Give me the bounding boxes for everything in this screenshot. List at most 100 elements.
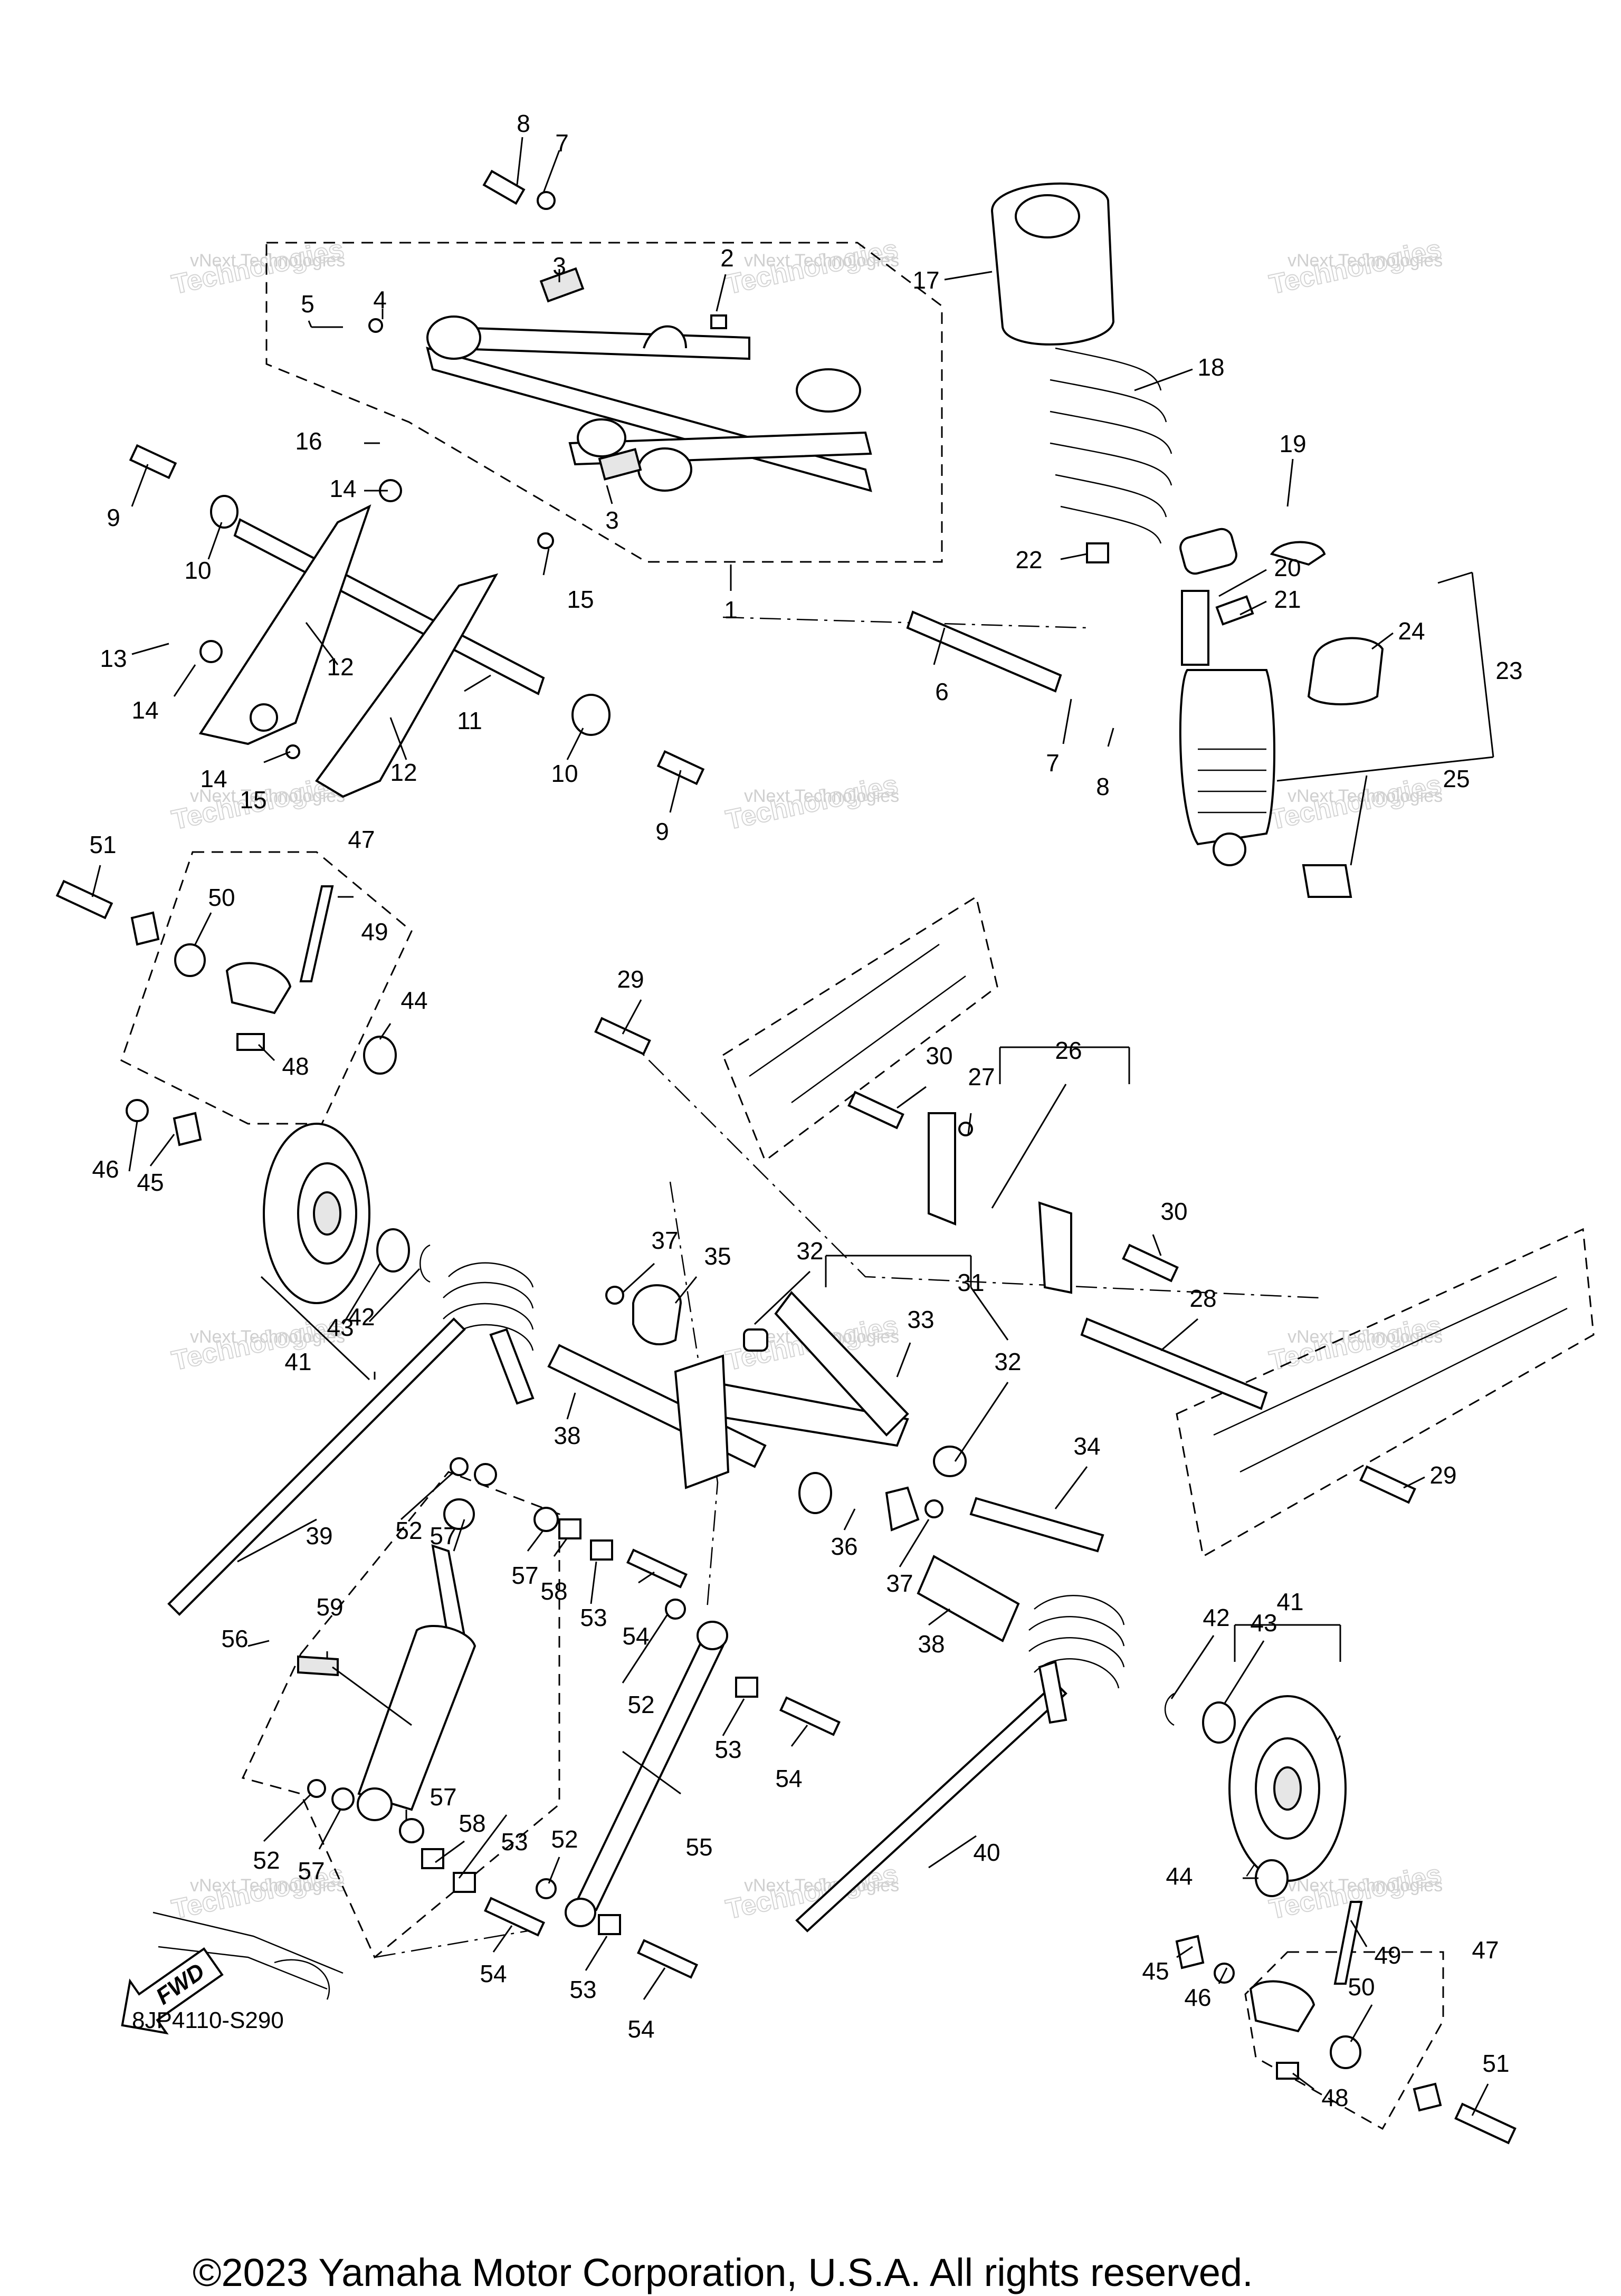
callout: 12	[327, 653, 354, 681]
callout: 3	[605, 506, 619, 534]
callout: 49	[1374, 1941, 1401, 1969]
callout: 56	[221, 1625, 248, 1652]
callout: 7	[555, 129, 569, 157]
collar-38	[917, 1555, 1020, 1642]
callout: 28	[1189, 1285, 1216, 1312]
callout: 50	[1348, 1973, 1375, 2001]
callout: 34	[1073, 1432, 1100, 1460]
watermark-text: vNext Technologies	[190, 1876, 345, 1896]
callout: 25	[1443, 765, 1470, 792]
watermark: vNext Technologies Technologies	[1266, 1309, 1445, 1377]
wheel-41-right	[1164, 1692, 1347, 1882]
group-47-outline-right	[1244, 1951, 1444, 2130]
callout: 29	[1429, 1461, 1456, 1489]
callout: 44	[401, 987, 427, 1014]
rod-34	[969, 1497, 1104, 1553]
side-frame-right	[1176, 1228, 1595, 1558]
callout: 6	[935, 678, 949, 705]
callout: 54	[627, 2015, 654, 2043]
group-1-outline	[265, 242, 943, 563]
pivot-assembly	[547, 1290, 967, 1532]
callout: 48	[1321, 2084, 1348, 2111]
watermarks: vNext Technologies Technologies vNext Te…	[169, 233, 1445, 1926]
group-47-left-parts	[55, 879, 397, 1146]
watermark-text: vNext Technologies	[744, 1876, 899, 1896]
watermark: vNext Technologies Technologies	[1266, 233, 1445, 301]
bracket-26	[928, 1112, 1072, 1294]
watermark-text: Technologies	[723, 769, 901, 836]
callout: 10	[551, 760, 578, 787]
torsion-spring-39	[167, 1262, 535, 1616]
leader-link-55	[669, 1181, 719, 1610]
washer-37	[605, 1286, 624, 1305]
watermark: vNext Technologies Technologies	[169, 233, 347, 301]
parts	[55, 169, 1595, 2145]
callout: 11	[457, 707, 482, 734]
watermark-text: Technologies	[1267, 1310, 1444, 1376]
diagram-code: 8JP4110-S290	[132, 2007, 284, 2033]
callout: 16	[295, 427, 322, 455]
callout: 57	[298, 1857, 325, 1884]
callout: 57	[430, 1783, 456, 1811]
callout: 2	[720, 244, 734, 272]
callout: 13	[100, 645, 127, 672]
axle-28	[1080, 1317, 1268, 1410]
callout: 15	[240, 786, 266, 814]
damper-56	[297, 1498, 476, 1821]
callout: 49	[361, 918, 388, 945]
callout: 54	[480, 1960, 507, 1987]
callout: 32	[796, 1237, 823, 1265]
callout: 9	[107, 504, 120, 531]
watermark-text: Technologies	[1267, 234, 1444, 300]
callout: 57	[511, 1562, 538, 1589]
callout: 15	[567, 586, 594, 613]
watermark-text: vNext Technologies	[190, 786, 345, 806]
callout: 32	[994, 1348, 1021, 1375]
bolt-29-bottom	[1359, 1465, 1416, 1504]
leader-axle-28	[622, 1034, 1320, 1299]
callout: 42	[1203, 1604, 1229, 1631]
callout: 39	[306, 1522, 332, 1549]
callout: 14	[200, 765, 227, 792]
callout-labels: 1 2 3 3 4 5 6 7 7 8 8 9 9 10 10 11 12 12…	[89, 110, 1522, 2111]
callout: 31	[957, 1269, 984, 1296]
callout: 58	[540, 1577, 567, 1605]
bolt-8-top	[482, 169, 556, 210]
bolt-9-left	[129, 444, 177, 480]
callout: 29	[617, 965, 644, 993]
watermark-text: Technologies	[169, 234, 347, 300]
callout: 43	[1250, 1609, 1277, 1637]
callout: 36	[831, 1533, 857, 1560]
watermark-text: vNext Technologies	[1288, 786, 1443, 806]
callout: 44	[1166, 1862, 1193, 1890]
callout: 47	[348, 826, 375, 853]
callout: 54	[775, 1765, 802, 1792]
stopper-35	[632, 1284, 682, 1346]
callout: 50	[208, 884, 235, 911]
watermark: vNext Technologies Technologies	[723, 233, 901, 301]
callout: 8	[517, 110, 530, 137]
bushing-32	[743, 1328, 768, 1352]
callout: 8	[1096, 773, 1110, 800]
callout: 53	[580, 1604, 607, 1631]
bolts-54	[484, 1548, 841, 1979]
callout: 14	[329, 475, 356, 502]
watermark-text: vNext Technologies	[190, 1327, 345, 1347]
callout: 17	[912, 266, 939, 294]
callout: 4	[373, 286, 387, 313]
callout: 41	[284, 1348, 311, 1375]
callout: 53	[714, 1736, 741, 1763]
callout: 47	[1472, 1936, 1499, 1964]
leader-bolt-54	[374, 1930, 528, 1958]
callout: 54	[622, 1622, 649, 1650]
watermark-text: Technologies	[723, 234, 901, 300]
arm-12-left	[198, 504, 371, 745]
arm-12-right	[315, 573, 499, 798]
callout: 45	[137, 1169, 164, 1196]
callout: 30	[926, 1042, 952, 1069]
callout: 53	[569, 1976, 596, 2003]
watermark-text: vNext Technologies	[744, 786, 899, 806]
watermark-text: vNext Technologies	[190, 251, 345, 271]
rod-6	[906, 610, 1062, 693]
